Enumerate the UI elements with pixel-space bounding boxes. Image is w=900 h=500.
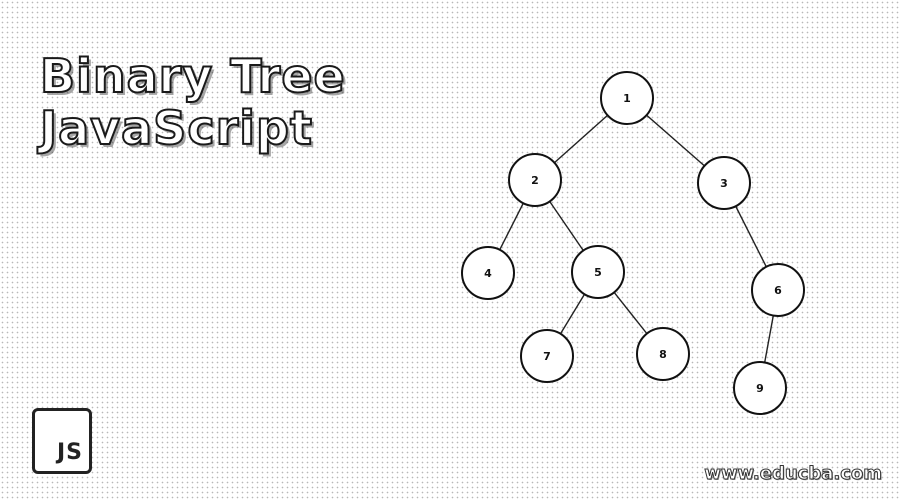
tree-node-label: 5 <box>594 266 602 279</box>
tree-node-circle <box>461 246 515 300</box>
tree-node-label: 3 <box>720 177 728 190</box>
tree-node-label: 1 <box>623 92 631 105</box>
tree-node-n7: 7 <box>520 329 574 383</box>
tree-node-n2: 2 <box>508 153 562 207</box>
watermark: www.educba.com <box>704 463 883 485</box>
tree-node-n5: 5 <box>571 245 625 299</box>
tree-node-label: 7 <box>543 350 551 363</box>
tree-node-circle <box>751 263 805 317</box>
javascript-logo-text: JS <box>56 440 83 465</box>
tree-node-circle <box>508 153 562 207</box>
tree-node-circle <box>733 361 787 415</box>
tree-node-label: 6 <box>774 284 782 297</box>
page-title: Binary Tree JavaScript <box>39 49 346 155</box>
tree-node-circle <box>697 156 751 210</box>
tree-node-n6: 6 <box>751 263 805 317</box>
tree-node-label: 2 <box>531 174 539 187</box>
tree-node-n3: 3 <box>697 156 751 210</box>
javascript-logo-icon: JS <box>32 408 92 474</box>
tree-node-n9: 9 <box>733 361 787 415</box>
tree-node-label: 4 <box>484 267 492 280</box>
tree-node-label: 9 <box>756 382 764 395</box>
tree-nodes: 1 2 3 4 5 6 7 8 9 <box>461 71 805 415</box>
tree-node-n8: 8 <box>636 327 690 381</box>
title-line-1: Binary Tree <box>39 49 346 103</box>
title-line-2: JavaScript <box>39 101 313 155</box>
tree-node-circle <box>520 329 574 383</box>
tree-node-root: 1 <box>600 71 654 125</box>
tree-node-label: 8 <box>659 348 667 361</box>
tree-node-circle <box>600 71 654 125</box>
tree-node-n4: 4 <box>461 246 515 300</box>
tree-node-circle <box>636 327 690 381</box>
tree-node-circle <box>571 245 625 299</box>
